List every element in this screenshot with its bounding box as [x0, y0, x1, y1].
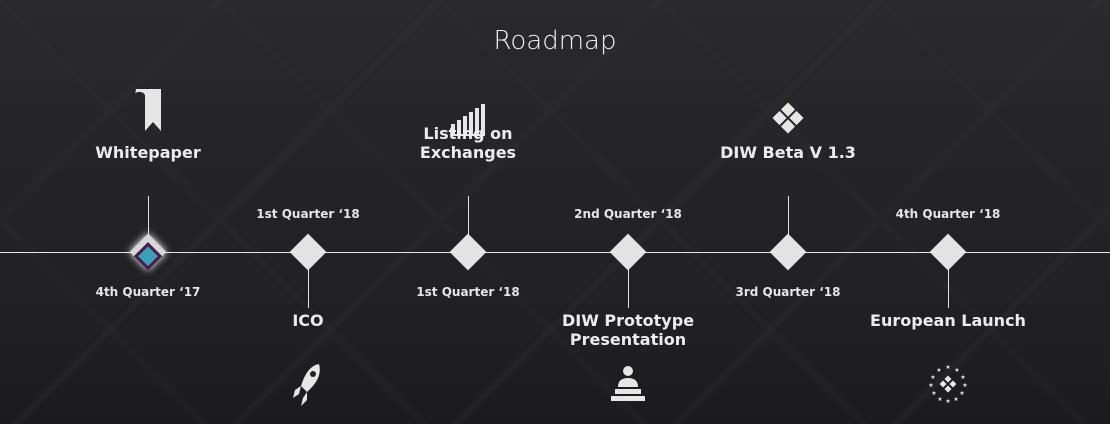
svg-text:★: ★ [936, 367, 941, 374]
milestone-date: 4th Quarter ‘18 [895, 207, 1001, 221]
milestone-date: 1st Quarter ‘18 [256, 207, 360, 221]
timeline-line [0, 252, 1110, 253]
milestone-label: Whitepaper [95, 143, 201, 162]
svg-text:★: ★ [945, 398, 950, 404]
milestone-date: 1st Quarter ‘18 [416, 285, 520, 299]
milestone-label: DIW Prototype Presentation [561, 311, 695, 349]
eu-stars-icon: ★★★★★★★★★★★★ [928, 364, 968, 404]
svg-text:★: ★ [930, 374, 935, 381]
bar-chart-icon [448, 100, 488, 140]
page-title: Roadmap [493, 26, 617, 56]
bookmark-icon [128, 89, 168, 131]
rocket-icon [288, 364, 328, 406]
connector [948, 268, 949, 308]
connector [788, 196, 789, 236]
connector [628, 268, 629, 308]
milestone-label: DIW Beta V 1.3 [720, 143, 856, 162]
diw-logo-icon [768, 98, 808, 138]
presenter-icon [608, 364, 648, 404]
milestone-label: Listing on Exchanges [419, 124, 517, 162]
connector [148, 196, 149, 236]
milestone-date: 4th Quarter ‘17 [95, 285, 201, 299]
milestone-date: 2nd Quarter ‘18 [574, 207, 682, 221]
svg-text:★: ★ [959, 390, 964, 397]
connector [468, 196, 469, 236]
svg-text:★: ★ [962, 382, 967, 389]
milestone-date: 3rd Quarter ‘18 [735, 285, 841, 299]
svg-text:★: ★ [945, 364, 950, 371]
milestone-label: European Launch [870, 311, 1026, 330]
connector [308, 268, 309, 308]
svg-text:★: ★ [937, 396, 942, 403]
svg-text:★: ★ [960, 374, 965, 381]
svg-text:★: ★ [953, 396, 958, 403]
svg-text:★: ★ [931, 390, 936, 397]
svg-text:★: ★ [928, 382, 933, 389]
svg-text:★: ★ [954, 367, 959, 374]
milestone-label: ICO [292, 311, 324, 330]
